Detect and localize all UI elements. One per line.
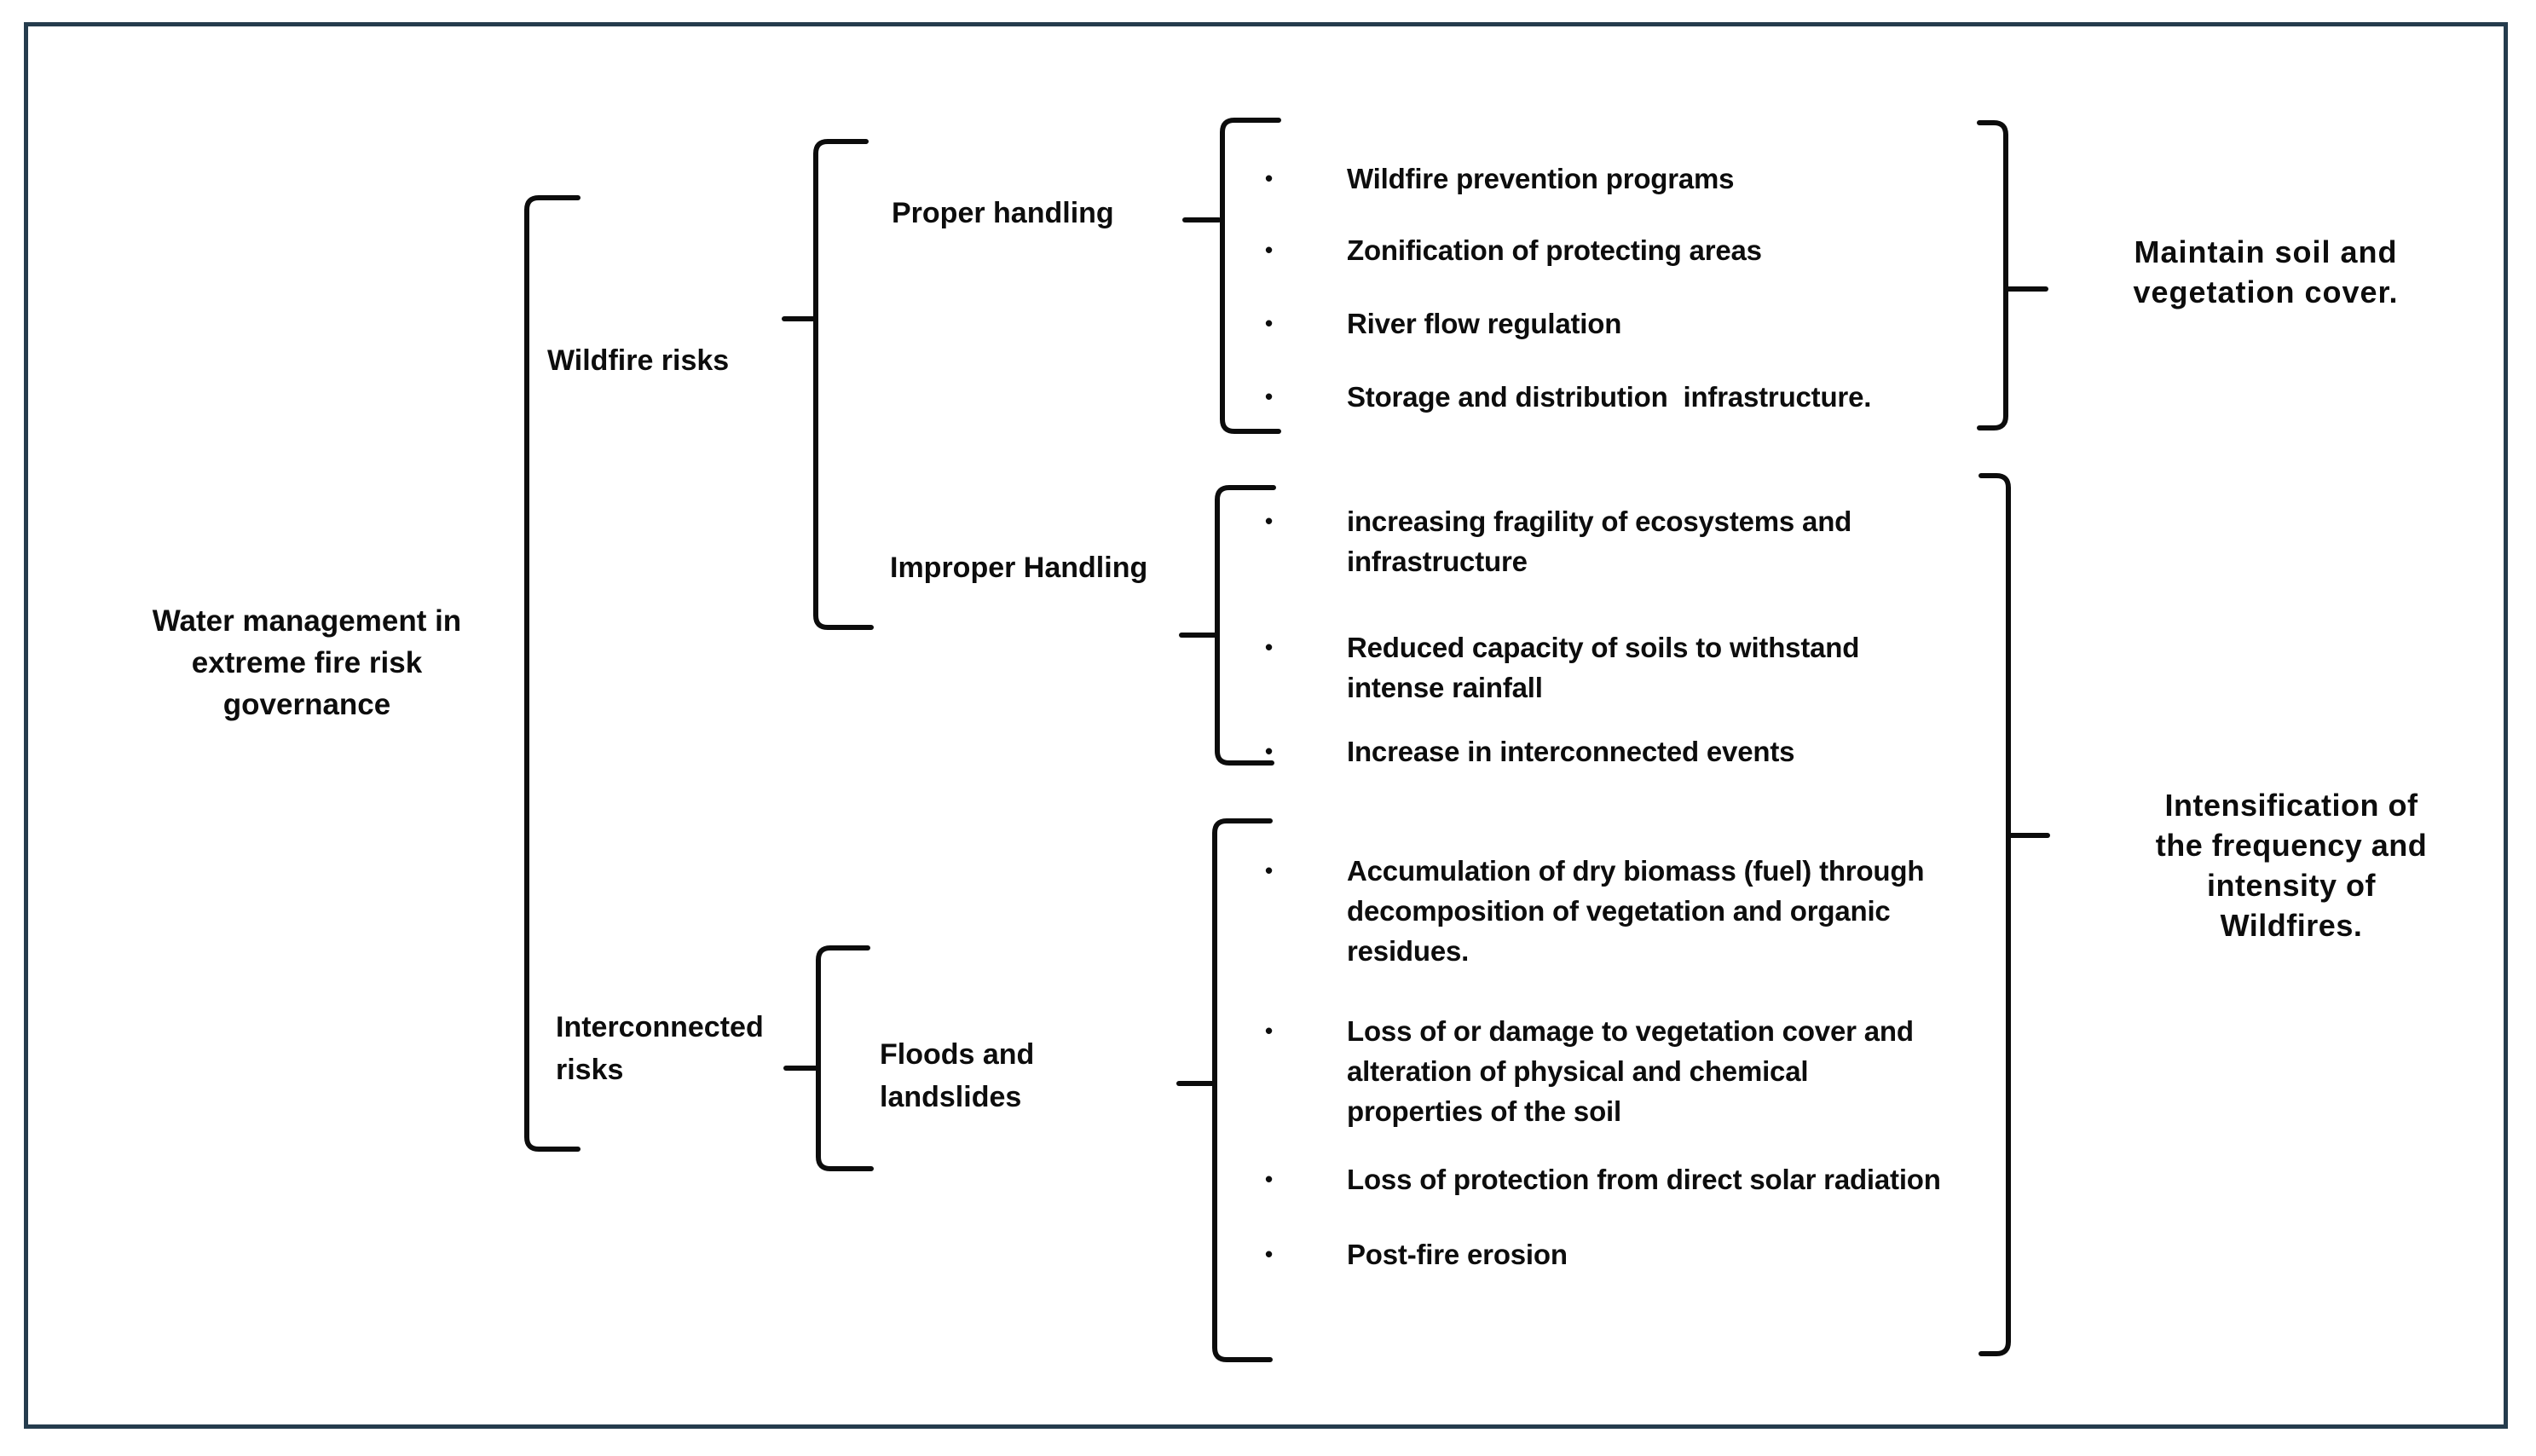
list-item: • River flow regulation <box>1265 303 2046 344</box>
bullet-icon: • <box>1265 165 1274 191</box>
list-item: • Accumulation of dry biomass (fuel) thr… <box>1265 851 2046 971</box>
node-wildfire-risks: Wildfire risks <box>547 344 730 377</box>
bullet-icon: • <box>1265 1166 1274 1192</box>
list-item-text: Loss of protection from direct solar rad… <box>1347 1164 1941 1195</box>
node-proper-handling: Proper handling <box>892 197 1114 229</box>
bracket-improper-items-left <box>1215 485 1276 766</box>
bullet-icon: • <box>1265 310 1274 336</box>
list-item: • Wildfire prevention programs <box>1265 159 2046 199</box>
list-item-text: Reduced capacity of soils to withstand i… <box>1347 632 1860 703</box>
bracket-wildfire-children <box>813 139 874 630</box>
root-node-label: Water management in extreme fire risk go… <box>152 604 462 721</box>
list-item-text: Loss of or damage to vegetation cover an… <box>1347 1015 1914 1127</box>
bracket-proper-items-right <box>1977 120 2008 430</box>
bracket-interconnected-children <box>816 945 874 1171</box>
bullet-icon: • <box>1265 237 1274 263</box>
list-item: • Storage and distribution infrastructur… <box>1265 377 2046 417</box>
outcome-maintain-soil: Maintain soil and vegetation cover. <box>2133 234 2399 309</box>
node-improper-handling: Improper Handling <box>890 552 1148 584</box>
list-item: • Reduced capacity of soils to withstand… <box>1265 627 2046 708</box>
outcome-intensification-wildfires: Intensification of the frequency and int… <box>2155 788 2428 943</box>
list-item-text: Accumulation of dry biomass (fuel) throu… <box>1347 855 1925 967</box>
list-item-text: Zonification of protecting areas <box>1347 234 1762 266</box>
bullet-icon: • <box>1265 508 1274 534</box>
node-interconnected-risks: Interconnected risks <box>556 1011 764 1086</box>
bracket-level1 <box>524 195 581 1152</box>
list-item: • Loss of protection from direct solar r… <box>1265 1159 2046 1199</box>
list-item-text: River flow regulation <box>1347 308 1622 339</box>
list-item-text: Increase in interconnected events <box>1347 736 1795 767</box>
bracket-proper-items-left <box>1220 118 1281 434</box>
bullet-icon: • <box>1265 384 1274 409</box>
bullet-icon: • <box>1265 1018 1274 1043</box>
bracket-floods-items-left <box>1212 818 1273 1362</box>
bullet-icon: • <box>1265 738 1274 764</box>
bullet-icon: • <box>1265 858 1274 883</box>
node-floods-landslides: Floods and landslides <box>880 1038 1035 1113</box>
list-item-text: increasing fragility of ecosystems and i… <box>1347 506 1852 577</box>
list-item-text: Wildfire prevention programs <box>1347 163 1735 194</box>
list-item: • increasing fragility of ecosystems and… <box>1265 501 2046 581</box>
list-item: • Post-fire erosion <box>1265 1234 2046 1274</box>
bracket-shared-outcome-right <box>1979 473 2011 1356</box>
list-item-text: Storage and distribution infrastructure. <box>1347 381 1872 413</box>
list-item: • Loss of or damage to vegetation cover … <box>1265 1011 2046 1131</box>
list-item-text: Post-fire erosion <box>1347 1239 1568 1270</box>
list-item: • Zonification of protecting areas <box>1265 230 2046 270</box>
outer-border <box>24 22 2508 1429</box>
list-item: • Increase in interconnected events <box>1265 731 2046 771</box>
bullet-icon: • <box>1265 1241 1274 1267</box>
bullet-icon: • <box>1265 634 1274 660</box>
